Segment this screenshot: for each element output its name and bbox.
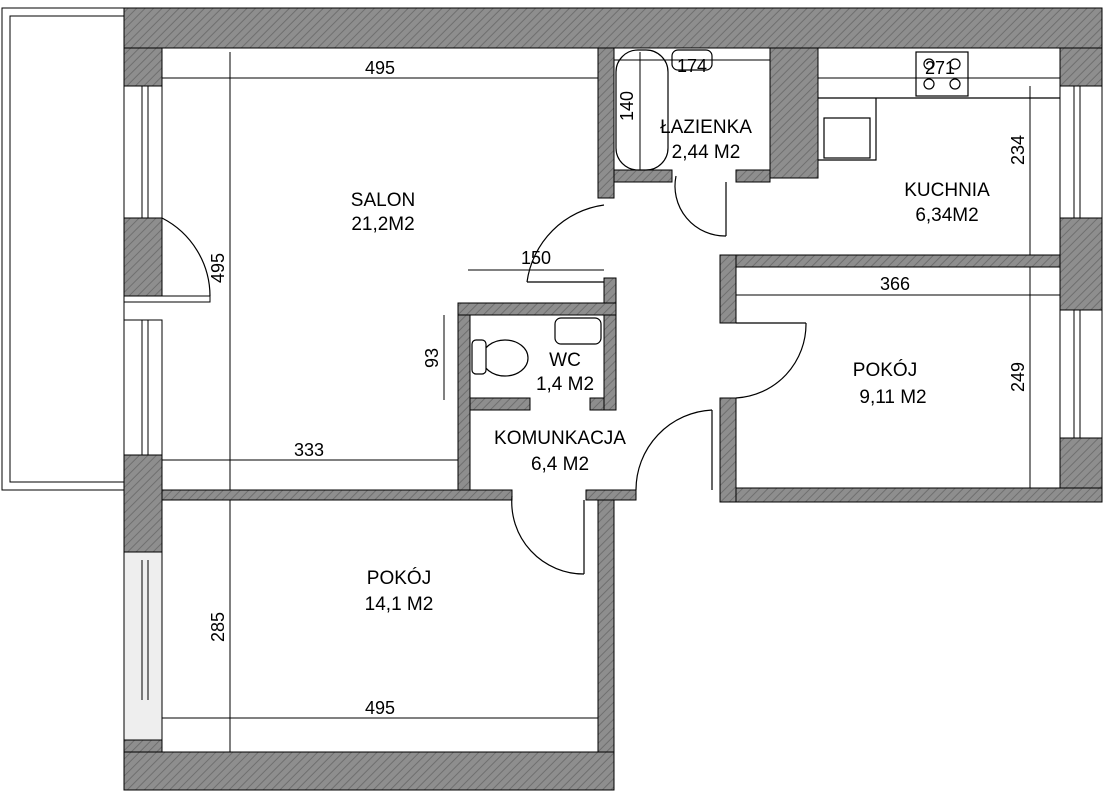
window-kuchnia	[1059, 85, 1103, 219]
dim-hall-opening: 150	[521, 248, 551, 268]
door-salon-swing	[526, 204, 605, 283]
door-pokoj-large-swing	[511, 495, 585, 575]
doors	[161, 175, 807, 575]
room-area-komunikacja: 6,4 M2	[531, 454, 589, 475]
window-salon-bottom	[123, 319, 163, 456]
window-pokoj-large	[123, 551, 163, 741]
dim-pokoj-small-height: 249	[1008, 362, 1028, 392]
balcony-door	[123, 295, 211, 303]
dim-salon-height: 495	[208, 253, 228, 283]
dim-salon-lower: 333	[294, 440, 324, 460]
dim-kuchnia-width: 271	[925, 58, 955, 78]
windows	[123, 85, 1103, 741]
wc-sink	[554, 317, 602, 345]
room-area-pokoj-small: 9,11 M2	[859, 387, 926, 408]
room-area-kuchnia: 6,34M2	[915, 205, 978, 226]
room-label-kuchnia: KUCHNIA	[904, 180, 990, 201]
door-balcony-swing	[161, 217, 211, 297]
dim-pokoj-large-width: 495	[365, 698, 395, 718]
stove	[915, 51, 969, 97]
dimension-lines	[162, 52, 1060, 752]
door-komunikacja-swing	[635, 409, 713, 491]
door-pokoj-small-swing	[735, 322, 807, 399]
dim-lazienka-width: 174	[677, 56, 707, 76]
room-area-wc: 1,4 M2	[536, 374, 594, 395]
balcony	[1, 7, 125, 491]
dim-wc-height: 93	[422, 348, 442, 368]
bathtub	[615, 49, 669, 171]
window-pokoj-small	[1059, 309, 1103, 439]
kitchen-counter	[818, 97, 1060, 161]
room-area-lazienka: 2,44 M2	[672, 142, 741, 163]
room-label-wc: WC	[549, 350, 581, 371]
room-area-salon: 21,2M2	[351, 214, 414, 235]
walls	[123, 7, 1103, 791]
room-area-pokoj-large: 14,1 M2	[365, 594, 434, 615]
dim-lazienka-height: 140	[617, 91, 637, 121]
dim-salon-width: 495	[365, 58, 395, 78]
kitchen-sink	[823, 117, 871, 159]
room-label-salon: SALON	[351, 190, 415, 211]
dim-pokoj-small-width: 366	[880, 274, 910, 294]
door-lazienka-swing	[674, 175, 727, 237]
room-label-pokoj-small: POKÓJ	[853, 359, 917, 381]
window-salon-top	[123, 85, 163, 219]
fixtures	[471, 49, 1060, 377]
room-label-komunikacja: KOMUNKACJA	[494, 428, 626, 449]
dim-kuchnia-height: 234	[1008, 135, 1028, 165]
toilet	[481, 339, 529, 377]
room-label-lazienka: ŁAZIENKA	[660, 117, 752, 138]
room-label-pokoj-large: POKÓJ	[367, 567, 431, 589]
dim-pokoj-large-height: 285	[208, 612, 228, 642]
